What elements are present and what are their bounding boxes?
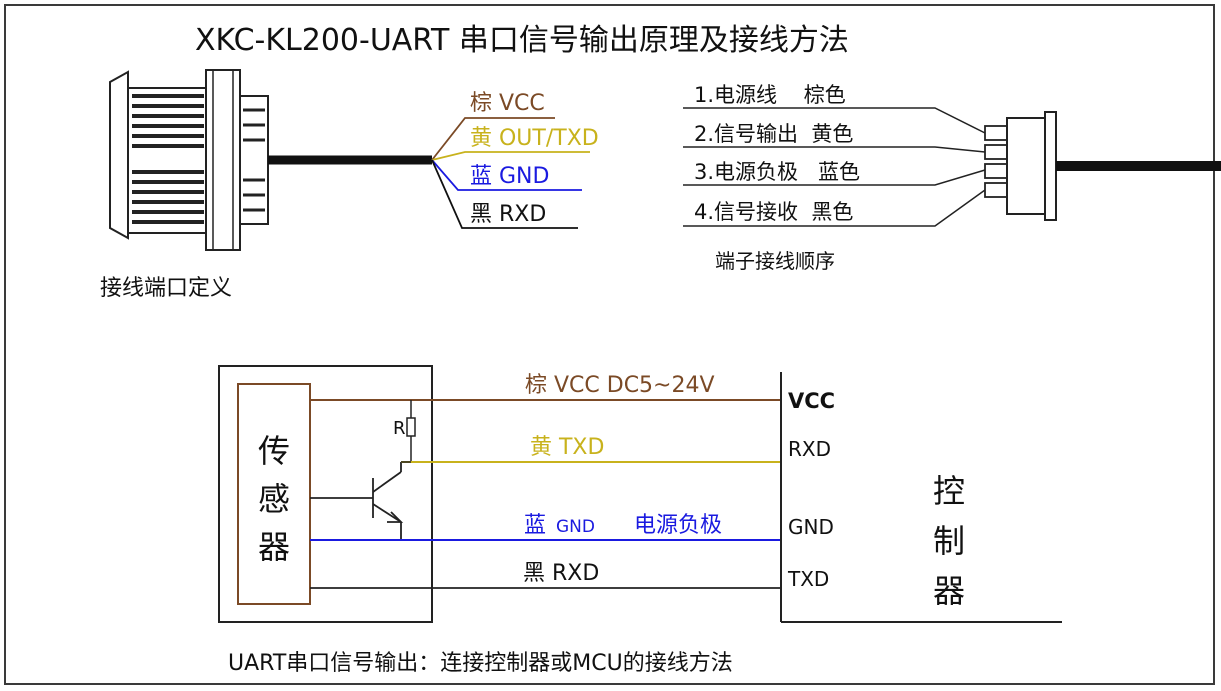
resistor-label: R [393,418,406,439]
controller-label-2: 制 [933,522,965,560]
controller-pin-gnd: GND [788,515,834,539]
circuit-gnd-small: GND [556,517,595,537]
sensor-label-3: 器 [258,528,290,566]
terminal-wires [683,107,986,227]
controller-pin-vcc: VCC [788,389,835,413]
connector-caption: 接线端口定义 [100,276,232,301]
circuit-txd-label: 黄 TXD [530,435,604,460]
cable-wire-yellow-label: 黄 OUT/TXD [470,126,599,151]
terminal-wire-2-label: 2.信号输出 黄色 [694,122,853,146]
footer-caption: UART串口信号输出：连接控制器或MCU的接线方法 [228,651,733,676]
circuit-rxd-label: 黑 RXD [523,561,599,586]
transistor [310,462,404,540]
terminal-caption: 端子接线顺序 [715,249,835,273]
cable-wire-black-label: 黑 RXD [470,202,546,227]
controller-label-3: 器 [933,572,965,610]
circuit-vcc-label: 棕 VCC DC5~24V [525,373,715,398]
sensor-label-2: 感 [258,480,290,518]
circuit-gnd-prefix: 蓝 [524,513,546,538]
cable-fanout [431,117,590,229]
controller-pin-rxd: RXD [788,437,831,461]
cable-wire-brown-label: 棕 VCC [470,91,545,116]
controller-pin-txd: TXD [787,567,829,591]
terminal-wire-1-label: 1.电源线 棕色 [694,83,846,107]
sensor-box [218,365,433,623]
controller-outline [780,372,1062,623]
terminal-connector-drawing [984,111,1221,221]
sensor-connector-drawing [109,69,432,251]
sensor-label-1: 传 [258,432,290,470]
terminal-wire-4-label: 4.信号接收 黑色 [694,200,853,224]
terminal-wire-3-label: 3.电源负极 蓝色 [694,160,860,184]
controller-label-1: 控 [933,472,965,510]
diagram-frame [4,4,1215,685]
diagram-title: XKC-KL200-UART 串口信号输出原理及接线方法 [195,23,849,58]
resistor [406,400,416,462]
circuit-gnd-desc: 电源负极 [634,513,722,538]
cable-wire-blue-label: 蓝 GND [470,164,549,189]
